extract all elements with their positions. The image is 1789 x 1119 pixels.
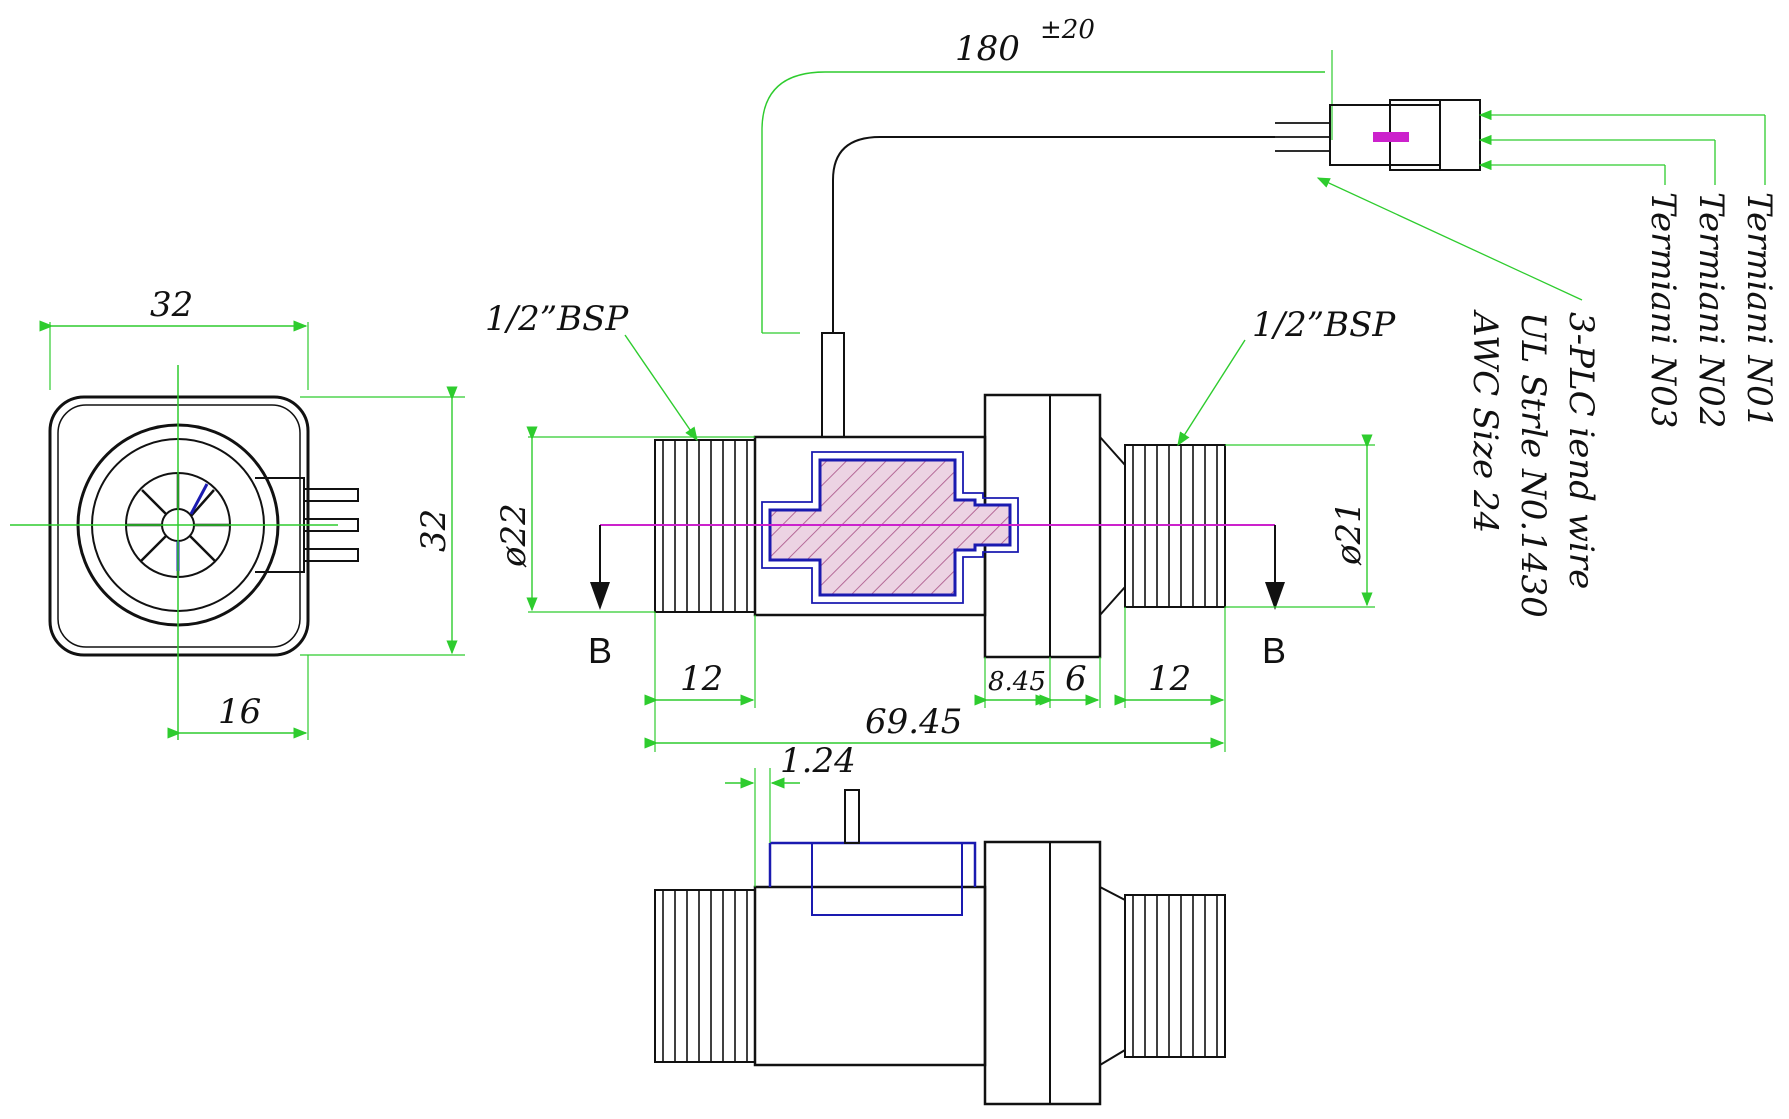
front-view: 32 32 16 — [10, 285, 465, 740]
terminal-1-label: Termiani N01 — [1739, 192, 1779, 428]
thread-left-label: 1/2”BSP — [485, 299, 629, 339]
dia-left-label: ø22 — [494, 503, 534, 568]
side-left-thread — [654, 889, 756, 1063]
wire-spec-line-1: 3-PLC iend wire — [1561, 312, 1601, 589]
cable-length-extension — [761, 71, 1325, 333]
side-body — [753, 885, 987, 1067]
front-view-body-inner — [57, 404, 301, 648]
side-cable-stub — [844, 789, 860, 844]
thread-len-left-label: 12 — [680, 659, 723, 699]
side-cover — [768, 841, 977, 887]
impeller-section — [768, 458, 1012, 597]
body-a-label: 8.45 — [988, 667, 1046, 697]
section-arrow-left — [590, 582, 610, 610]
front-view-body — [48, 395, 310, 657]
connector-key — [1373, 132, 1409, 142]
front-offset-label: 16 — [218, 692, 261, 732]
side-flange — [983, 840, 1102, 1106]
side-flange-neck — [1099, 886, 1126, 1066]
cable-tolerance-label: ±20 — [1040, 15, 1095, 45]
side-right-thread — [1124, 894, 1226, 1058]
impeller-section-outline — [761, 451, 1019, 604]
notes: Termiani N01 Termiani N02 Termiani N03 3… — [1465, 192, 1779, 618]
wire-spec-line-2: UL Strle N0.1430 — [1513, 312, 1553, 618]
section-arrow-right — [1265, 582, 1285, 610]
section-view: B B ø22 ø21 1/2”BSP 1/2”BSP 12 8.45 6 — [485, 299, 1396, 752]
section-mark-right-label: B — [1262, 630, 1286, 671]
side-offset-label: 1.24 — [780, 741, 856, 781]
thread-left-leader — [624, 334, 698, 442]
overall-label: 69.45 — [865, 702, 962, 742]
side-view: 1.24 — [654, 741, 1226, 1106]
thread-right-leader — [1177, 339, 1246, 447]
blade-highlight — [189, 483, 209, 515]
side-cover-window — [811, 842, 963, 916]
dia-right-label: ø21 — [1329, 501, 1369, 566]
connector-wires — [1275, 122, 1330, 152]
body-b-label: 6 — [1065, 659, 1087, 699]
thread-right-label: 1/2”BSP — [1252, 305, 1396, 345]
terminal-3-label: Termiani N03 — [1643, 192, 1683, 428]
front-width-label: 32 — [150, 285, 193, 325]
wire-spec-leader — [1316, 177, 1583, 301]
cable-stub — [821, 332, 845, 438]
front-height-label: 32 — [414, 509, 454, 552]
terminal-2-label: Termiani N02 — [1691, 192, 1731, 428]
connector-pins — [303, 488, 359, 562]
cable — [832, 136, 1275, 333]
thread-len-right-label: 12 — [1148, 659, 1191, 699]
cable-length-label: 180 — [955, 29, 1020, 69]
wire-spec-line-3: AWC Size 24 — [1465, 309, 1505, 533]
section-mark-left-label: B — [588, 630, 612, 671]
connector-cap — [1439, 99, 1481, 171]
cable-assembly: 180 ±20 — [761, 15, 1766, 334]
